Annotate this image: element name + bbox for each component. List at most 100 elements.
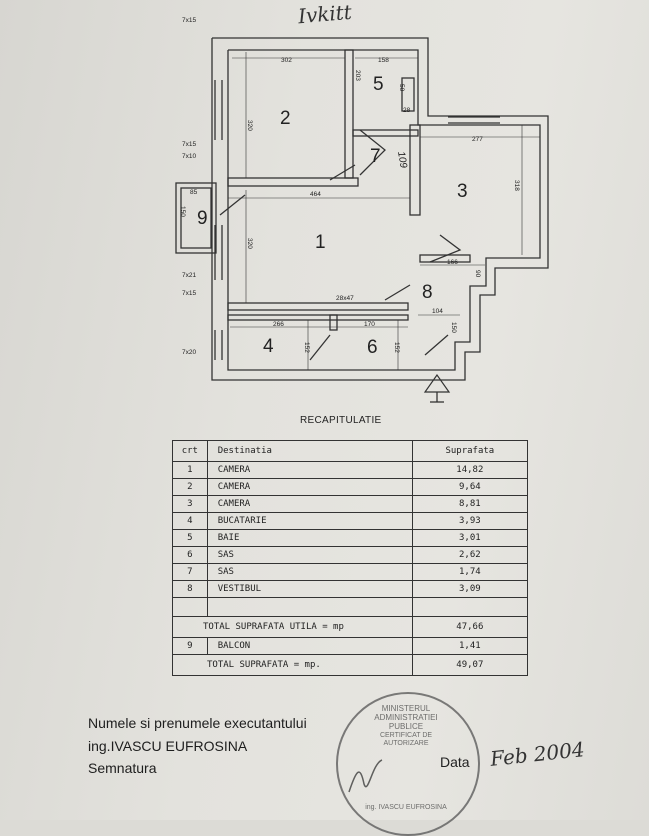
cell-dest: VESTIBUL [206, 580, 413, 598]
wall-5-7 [352, 129, 419, 137]
stamp-ring-text: MINISTERUL ADMINISTRATIEI PUBLICE [374, 704, 438, 732]
dim-label: 318 [513, 180, 520, 191]
cell-supr: 2,62 [411, 546, 529, 564]
dim-label: 158 [378, 57, 389, 64]
dim-label: 166 [447, 259, 458, 266]
room-label-8: 8 [422, 282, 433, 303]
cell-crt: 2 [172, 478, 208, 496]
room-label-6: 6 [367, 337, 378, 358]
cell-supr: 9,64 [411, 478, 529, 496]
recap-title: RECAPITULATIE [300, 415, 382, 426]
cell-supr: 1,74 [411, 563, 529, 581]
dim-label: 302 [281, 57, 292, 64]
callout-label: 7x15 [182, 17, 196, 24]
dim-label: 90 [474, 270, 481, 278]
wall-1-3 [409, 124, 421, 216]
dim-label: 152 [393, 342, 400, 353]
dim-label: 85 [190, 189, 198, 196]
cell-dest: CAMERA [206, 495, 413, 513]
cell-dest: CAMERA [206, 478, 413, 496]
wall-3-8 [419, 254, 471, 263]
total-util-value: 47,66 [411, 616, 529, 638]
callout-label: 7x15 [182, 141, 196, 148]
cell-crt: 8 [172, 580, 208, 598]
wall-4-6 [227, 314, 409, 321]
callout-label: 7x15 [182, 290, 196, 297]
wall-2-1 [227, 177, 359, 187]
cell-supr: 8,81 [411, 495, 529, 513]
cell-supr: 1,41 [411, 637, 529, 655]
cell-supr: 3,09 [411, 580, 529, 598]
cell-supr: 3,01 [411, 529, 529, 547]
executant-label: Numele si prenumele executantului [88, 715, 307, 731]
cell-dest: SAS [206, 563, 413, 581]
callout-label: 28x47 [336, 295, 354, 302]
dim-label: 320 [246, 238, 253, 249]
cell-crt: 1 [172, 461, 208, 479]
outer-wall [211, 37, 549, 381]
cell-supr: 3,93 [411, 512, 529, 530]
cell-dest: SAS [206, 546, 413, 564]
cell-crt: 4 [172, 512, 208, 530]
cell-crt: 9 [172, 637, 208, 655]
header-supr: Suprafata [411, 440, 529, 462]
dim-label: 266 [273, 321, 284, 328]
balcon-row: 9 BALCON 1,41 [172, 637, 529, 655]
floor-plan: 1 2 3 4 5 6 7 8 9 302 158 320 203 50 28 … [175, 17, 549, 403]
balcony-outline [175, 182, 217, 254]
room-label-1: 1 [315, 232, 326, 253]
engineer-name: ing.IVASCU EUFROSINA [88, 738, 248, 754]
dim-label: 170 [364, 321, 375, 328]
wall-2-5 [344, 49, 354, 179]
table-spacer-row [172, 597, 529, 617]
dim-label: 464 [310, 191, 321, 198]
header-crt: crt [172, 440, 208, 462]
cell-crt: 6 [172, 546, 208, 564]
dim-label: 152 [303, 342, 310, 353]
cell-crt: 3 [172, 495, 208, 513]
dim-label: 277 [472, 136, 483, 143]
total-label: TOTAL SUPRAFATA = mp. [172, 654, 413, 676]
dim-label: 150 [179, 206, 186, 217]
dim-label: 150 [450, 322, 457, 333]
room-label-4: 4 [263, 336, 274, 357]
callout-label: 7x10 [182, 153, 196, 160]
cell-dest: BUCATARIE [206, 512, 413, 530]
total-row: TOTAL SUPRAFATA = mp. 49,07 [172, 654, 529, 676]
date-label: Data [440, 754, 470, 770]
wall-1-4 [227, 302, 409, 311]
room-label-7: 7 [370, 146, 381, 167]
callout-label: 7x21 [182, 272, 196, 279]
dim-label: 104 [432, 308, 443, 315]
wall-6-stub [329, 314, 338, 331]
callout-label: 7x20 [182, 349, 196, 356]
dim-label: 109 [395, 151, 409, 170]
cell-dest: CAMERA [206, 461, 413, 479]
cell-dest: BALCON [206, 637, 413, 655]
north-arrow-icon [423, 373, 451, 393]
room-label-5: 5 [373, 74, 384, 95]
cell-dest: BAIE [206, 529, 413, 547]
stamp-center-text: CERTIFICAT DE AUTORIZARE [379, 732, 433, 748]
room-label-2: 2 [280, 108, 291, 129]
dim-label: 50 [398, 84, 405, 92]
signature-label: Semnatura [88, 760, 157, 776]
table-header: crt Destinatia Suprafata [172, 440, 529, 462]
total-value: 49,07 [411, 654, 529, 676]
room-label-3: 3 [457, 181, 468, 202]
cell-crt: 7 [172, 563, 208, 581]
total-util-label: TOTAL SUPRAFATA UTILA = mp [172, 616, 413, 638]
dim-label: 203 [354, 70, 361, 81]
dim-label: 28 [403, 107, 411, 114]
header-dest: Destinatia [206, 440, 413, 462]
